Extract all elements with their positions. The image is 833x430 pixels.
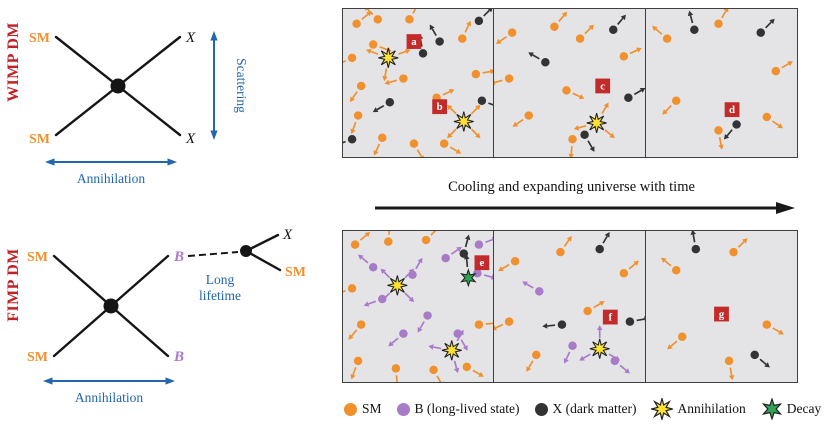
long-lived-dashed-propagator — [187, 251, 239, 257]
legend-item-b: B (long-lived state) — [396, 401, 520, 417]
fimp-sm-label-top: SM — [27, 250, 48, 265]
wimp-annihilation-double-arrow — [45, 158, 177, 166]
svg-text:f: f — [609, 312, 613, 324]
fimp-sm-label-bottom: SM — [27, 350, 48, 365]
decay-line-to-x — [244, 233, 280, 253]
wimp-sm-label-bottom: SM — [29, 132, 50, 147]
fimp-b-label-bottom: B — [173, 349, 184, 365]
legend-item-sm: SM — [344, 401, 382, 417]
fimp-feynman-diagram: SM SM B B X SM Long lifetime Annihilatio… — [27, 228, 306, 405]
fimp-sm-out-label: SM — [285, 265, 306, 280]
fimp-annihilation-double-arrow — [43, 377, 175, 385]
b-dot-icon — [396, 402, 410, 416]
fimp-vertex-dot — [103, 298, 119, 314]
decay-line-to-sm — [244, 249, 282, 272]
svg-text:g: g — [719, 309, 725, 321]
long-lifetime-label-line2: lifetime — [199, 288, 241, 303]
svg-text:a: a — [411, 36, 417, 48]
legend-x-label: X (dark matter) — [552, 401, 637, 416]
timeline-caption: Cooling and expanding universe with time — [448, 179, 695, 195]
panel-g: g — [644, 230, 798, 383]
svg-text:b: b — [437, 101, 443, 113]
panel-d: d — [644, 8, 798, 158]
legend-sm-label: SM — [362, 401, 382, 416]
long-lifetime-label-line1: Long — [206, 272, 235, 287]
legend-decay-label: Decay — [786, 401, 822, 416]
legend-annihilation-label: Annihilation — [677, 401, 746, 416]
svg-text:d: d — [729, 104, 735, 116]
sm-dot-icon — [344, 402, 357, 416]
wimp-vertex-dot — [110, 78, 126, 94]
wimp-x-label-bottom: X — [185, 131, 196, 147]
wimp-feynman-diagram: SM SM X X Scattering Annihilation — [29, 30, 249, 186]
wimp-sm-label-top: SM — [29, 31, 50, 46]
panel-f: f — [493, 230, 647, 383]
svg-text:e: e — [480, 257, 485, 269]
scattering-label: Scattering — [234, 58, 249, 113]
fimp-annihilation-label: Annihilation — [75, 390, 143, 405]
legend-item-x: X (dark matter) — [534, 401, 637, 417]
legend: SM B (long-lived state) X (dark matter) … — [344, 398, 833, 420]
scattering-double-arrow — [210, 31, 218, 140]
legend-item-decay: Decay — [761, 398, 821, 420]
time-arrow — [375, 202, 795, 214]
legend-b-label: B (long-lived state) — [414, 401, 520, 416]
fimp-x-out-label: X — [282, 228, 293, 243]
x-dot-icon — [534, 402, 548, 416]
panel-ab: ab — [342, 8, 495, 158]
svg-text:c: c — [601, 80, 606, 92]
annihilation-star-icon — [651, 398, 674, 420]
fimp-evolution-panels: e f g — [342, 230, 798, 383]
wimp-annihilation-label: Annihilation — [77, 171, 145, 186]
panel-c: c — [493, 8, 647, 158]
wimp-x-label-top: X — [185, 30, 196, 46]
decay-star-icon — [761, 398, 782, 420]
panel-e: e — [342, 230, 495, 383]
legend-item-annihilation: Annihilation — [651, 398, 746, 420]
fimp-b-label-top: B — [173, 249, 184, 265]
